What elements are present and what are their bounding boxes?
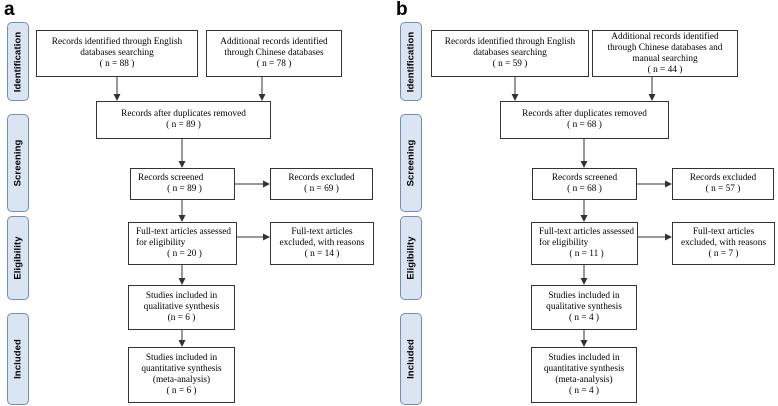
panel-b-phase-identification: Identification	[400, 22, 422, 101]
box-text: Records excluded	[288, 173, 355, 183]
panel-a-qualitative-box: Studies included in qualitative synthesi…	[128, 285, 235, 330]
panel-b-phase-included: Included	[400, 313, 422, 405]
panel-a-phase-included: Included	[7, 313, 29, 405]
box-text: Full-text articles assessed for eligibil…	[539, 227, 635, 248]
panel-a-chinese-records-box: Additional records identified through Ch…	[206, 30, 342, 77]
box-text: Studies included in quantitative synthes…	[543, 353, 625, 385]
box-text: Additional records identified through Ch…	[607, 31, 723, 64]
box-text: Additional records identified through Ch…	[220, 37, 328, 58]
panel-b-after-duplicates-box: Records after duplicates removed ( n = 6…	[500, 101, 669, 139]
box-count: ( n = 78 )	[256, 59, 292, 69]
panel-a-after-duplicates-box: Records after duplicates removed ( n = 8…	[96, 101, 271, 139]
panel-a-english-records-box: Records identified through English datab…	[36, 30, 198, 77]
box-text: Records screened	[138, 173, 204, 183]
panel-a-excluded-box: Records excluded ( n = 69 )	[270, 168, 373, 200]
panel-a-phase-screening: Screening	[7, 114, 29, 212]
box-count: ( n = 4 )	[568, 386, 600, 396]
panel-b-quantitative-box: Studies included in quantitative synthes…	[531, 347, 637, 403]
box-text: Full-text articles excluded, with reason…	[681, 227, 766, 248]
box-count: ( n = 44 )	[647, 64, 683, 75]
panel-a-quantitative-box: Studies included in quantitative synthes…	[128, 347, 235, 403]
box-count: ( n = 89 )	[166, 120, 201, 130]
box-text: Studies included in qualitative synthesi…	[546, 291, 622, 312]
box-count: ( n = 89 )	[167, 184, 202, 194]
panel-b-phase-eligibility: Eligibility	[400, 216, 422, 300]
panel-b-qualitative-box: Studies included in qualitative synthesi…	[531, 285, 637, 330]
panel-b-letter: b	[396, 0, 408, 20]
panel-a-letter: a	[4, 0, 15, 20]
box-count: ( n = 68 )	[567, 120, 602, 130]
panel-b-fulltext-assessed-box: Full-text articles assessed for eligibil…	[531, 222, 638, 265]
box-text: Full-text articles assessed for eligibil…	[136, 227, 232, 248]
box-count: ( n = 20 )	[167, 249, 202, 259]
box-count: ( n = 69 )	[304, 184, 339, 194]
box-count: (n = 6 )	[167, 313, 196, 323]
box-text: Studies included in qualitative synthesi…	[143, 291, 220, 312]
box-text: Records after duplicates removed	[121, 109, 246, 119]
box-text: Records screened	[551, 173, 618, 183]
box-text: Records after duplicates removed	[522, 109, 647, 119]
box-text: Records identified through English datab…	[444, 37, 576, 58]
box-count: ( n = 59 )	[492, 59, 528, 69]
panel-a-fulltext-excluded-box: Full-text articles excluded, with reason…	[270, 222, 374, 265]
box-count: ( n = 57 )	[705, 184, 741, 194]
panel-b-fulltext-excluded-box: Full-text articles excluded, with reason…	[672, 222, 775, 265]
panel-b-phase-screening: Screening	[400, 114, 422, 212]
box-count: ( n = 4 )	[568, 313, 600, 323]
box-count: ( n = 88 )	[99, 59, 135, 69]
box-count: ( n = 11 )	[569, 249, 604, 259]
box-count: ( n = 14 )	[304, 249, 340, 259]
box-count: ( n = 68 )	[567, 184, 602, 194]
box-text: Records identified through English datab…	[51, 37, 183, 58]
box-text: Full-text articles excluded, with reason…	[279, 227, 365, 248]
box-count: ( n = 7 )	[708, 249, 739, 259]
panel-b-english-records-box: Records identified through English datab…	[431, 30, 589, 77]
box-count: ( n = 6 )	[166, 386, 197, 396]
panel-a-phase-identification: Identification	[7, 22, 29, 101]
panel-b-screened-box: Records screened ( n = 68 )	[532, 168, 637, 200]
panel-b-chinese-records-box: Additional records identified through Ch…	[592, 30, 738, 77]
panel-a-screened-box: Records screened ( n = 89 )	[130, 168, 235, 200]
panel-b-excluded-box: Records excluded ( n = 57 )	[672, 168, 774, 200]
box-text: Studies included in quantitative synthes…	[141, 353, 222, 385]
box-text: Records excluded	[689, 173, 757, 183]
panel-a-phase-eligibility: Eligibility	[7, 216, 29, 300]
panel-a-fulltext-assessed-box: Full-text articles assessed for eligibil…	[128, 222, 237, 265]
